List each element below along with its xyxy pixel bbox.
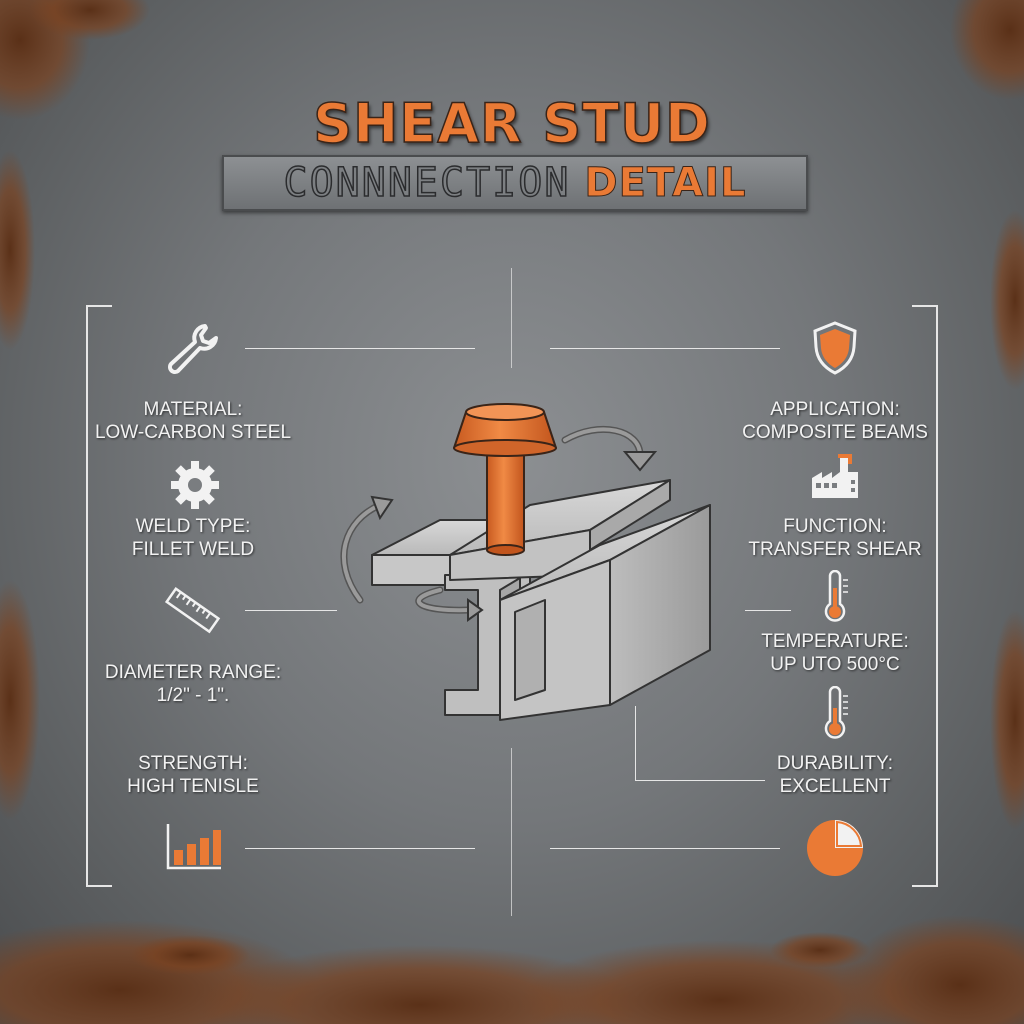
weld-type-label: WELD TYPE: FILLET WELD bbox=[80, 515, 306, 561]
pie-chart-icon bbox=[807, 820, 863, 876]
factory-icon bbox=[812, 454, 858, 498]
shield-icon bbox=[813, 321, 857, 375]
subtitle-connection: CONNNECTION bbox=[283, 159, 571, 207]
wrench-icon bbox=[168, 324, 218, 374]
diameter-range-label: DIAMETER RANGE: 1/2" - 1". bbox=[80, 661, 306, 707]
material-value: LOW-CARBON STEEL bbox=[94, 422, 292, 443]
function-heading: FUNCTION: bbox=[783, 516, 887, 537]
concrete-block bbox=[499, 504, 711, 721]
shear-stud bbox=[453, 403, 557, 556]
temperature-heading: TEMPERATURE: bbox=[761, 631, 909, 652]
application-heading: APPLICATION: bbox=[770, 399, 900, 420]
diameter-range-heading: DIAMETER RANGE: bbox=[104, 662, 282, 683]
application-value: COMPOSITE BEAMS bbox=[742, 422, 928, 443]
temperature-value: UP UTO 500°C bbox=[770, 654, 900, 675]
application-label: APPLICATION: COMPOSITE BEAMS bbox=[722, 398, 948, 444]
bar-chart-icon bbox=[166, 824, 221, 870]
strength-heading: STRENGTH: bbox=[138, 753, 248, 774]
strength-label: STRENGTH: HIGH TENISLE bbox=[80, 752, 306, 798]
shear-stud-illustration bbox=[340, 403, 711, 721]
material-heading: MATERIAL: bbox=[143, 399, 243, 420]
arrow-heads bbox=[370, 451, 658, 622]
thermometer-icon-2 bbox=[824, 686, 848, 739]
strength-value: HIGH TENISLE bbox=[127, 776, 259, 797]
subtitle-detail: DETAIL bbox=[584, 160, 747, 207]
material-label: MATERIAL: LOW-CARBON STEEL bbox=[80, 398, 306, 444]
durability-value: EXCELLENT bbox=[779, 776, 891, 797]
subtitle-plate: CONNNECTION DETAIL bbox=[222, 155, 808, 211]
function-label: FUNCTION: TRANSFER SHEAR bbox=[722, 515, 948, 561]
weld-type-heading: WELD TYPE: bbox=[135, 516, 251, 537]
weld-type-value: FILLET WELD bbox=[131, 539, 255, 560]
title-line-1: SHEAR STUD bbox=[312, 91, 711, 156]
gear-icon bbox=[171, 461, 219, 509]
rotation-arrows bbox=[340, 425, 644, 614]
durability-label: DURABILITY: EXCELLENT bbox=[722, 752, 948, 798]
diameter-range-value: 1/2" - 1". bbox=[156, 685, 230, 706]
durability-heading: DURABILITY: bbox=[776, 753, 894, 774]
temperature-label: TEMPERATURE: UP UTO 500°C bbox=[722, 630, 948, 676]
function-value: TRANSFER SHEAR bbox=[748, 539, 922, 560]
thermometer-icon bbox=[824, 570, 848, 622]
ruler-icon bbox=[164, 586, 221, 634]
